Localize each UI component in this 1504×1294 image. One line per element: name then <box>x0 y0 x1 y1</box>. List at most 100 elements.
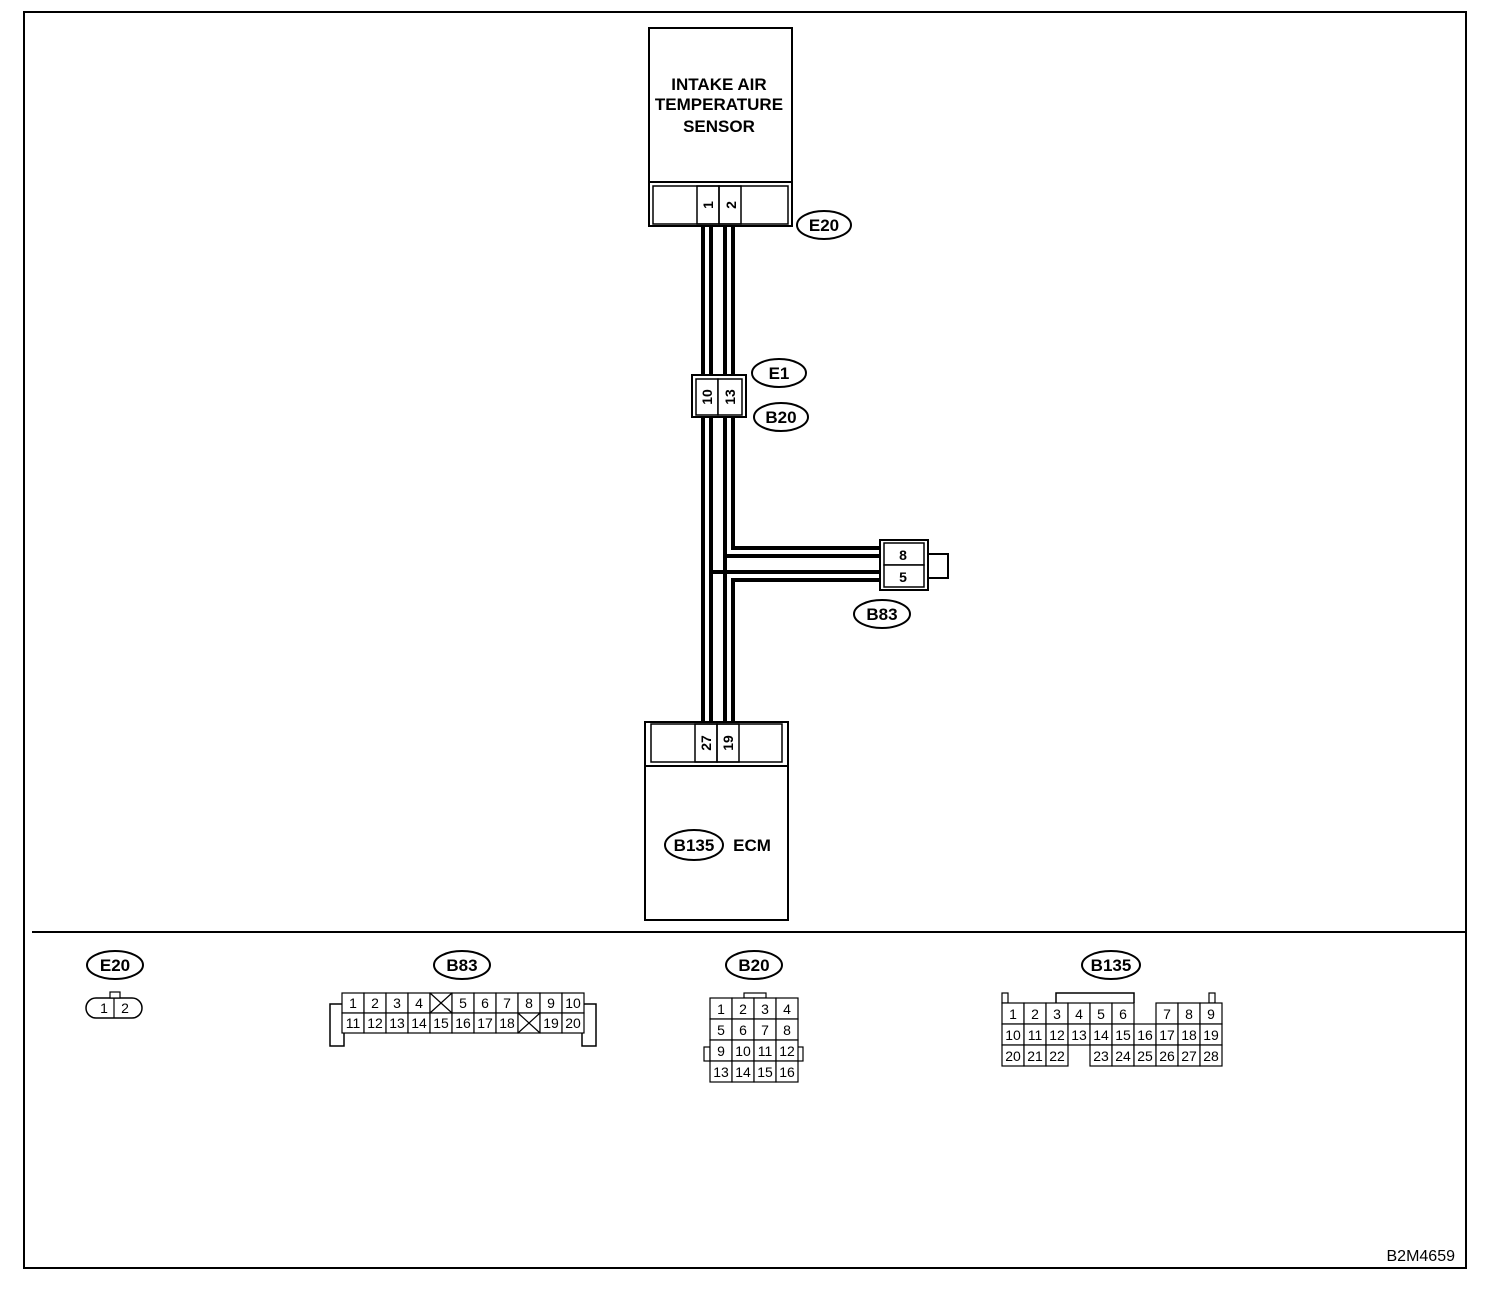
b83-cavity-label: 7 <box>503 995 511 1011</box>
b135-cavity-label: 9 <box>1207 1006 1215 1022</box>
b83-cavity-label: 3 <box>393 995 401 1011</box>
b83-cavity-label: 17 <box>477 1015 493 1031</box>
svg-text:B83: B83 <box>446 956 477 975</box>
b83-cavity-label: 19 <box>543 1015 559 1031</box>
svg-text:B83: B83 <box>866 605 897 624</box>
b135-cavity-label: 6 <box>1119 1006 1127 1022</box>
b135-cavity-label: 3 <box>1053 1006 1061 1022</box>
wire-harness <box>701 226 882 724</box>
b83-cavity-label: 11 <box>346 1015 361 1031</box>
b135-cavity <box>1045 1044 1069 1067</box>
svg-text:E20: E20 <box>809 216 839 235</box>
sensor-pin-1: 1 <box>700 201 716 209</box>
b20-cavity-label: 4 <box>783 1001 791 1017</box>
connector-badge-b135 <box>664 829 724 861</box>
b20-cavity-label: 15 <box>757 1064 773 1080</box>
b20-cavity-label: 16 <box>779 1064 795 1080</box>
connector-badge-e1: E1 <box>751 358 807 388</box>
svg-text:E20: E20 <box>100 956 130 975</box>
b83-cavity-label: 4 <box>415 995 423 1011</box>
b20-cavity-label: 10 <box>735 1043 751 1059</box>
b83-cavity-label: 1 <box>349 995 357 1011</box>
b83-cavity-label: 13 <box>389 1015 405 1031</box>
b20-cavity-label: 5 <box>717 1022 725 1038</box>
b135-cavity-label: 21 <box>1027 1048 1043 1064</box>
b135-cavity-label: 26 <box>1159 1048 1175 1064</box>
b83-cavity-label: 15 <box>433 1015 449 1031</box>
b135-cavity-label: 20 <box>1005 1048 1021 1064</box>
b83-cavity-label: 20 <box>565 1015 581 1031</box>
b135-cavity-label: 15 <box>1115 1027 1131 1043</box>
b83-cavity-label: 9 <box>547 995 555 1011</box>
b83-cavity-label: 16 <box>455 1015 471 1031</box>
b135-cavity-label: 11 <box>1028 1027 1043 1043</box>
b20-cavity-label: 11 <box>758 1043 773 1059</box>
connector-badge-b20: B20 <box>753 402 809 432</box>
b135-cavity-label: 2 <box>1031 1006 1039 1022</box>
joint-connector-e1-b20: 10 13 <box>691 374 747 418</box>
b83-cavity-label: 12 <box>367 1015 383 1031</box>
connector-badge-e20: E20 <box>796 210 852 240</box>
b20-cavity <box>775 1060 799 1083</box>
b20-cavity-label: 1 <box>717 1001 725 1017</box>
joint-pin-13: 13 <box>722 389 738 405</box>
connector-badge-b83: B83 <box>853 599 911 629</box>
b83-cavity-label: 2 <box>371 995 379 1011</box>
b20-cavity-label: 14 <box>735 1064 751 1080</box>
joint-pin-10: 10 <box>699 389 715 405</box>
svg-text:B135: B135 <box>674 836 715 855</box>
b135-cavity-label: 7 <box>1163 1006 1171 1022</box>
b135-cavity-label: 25 <box>1137 1048 1153 1064</box>
b135-cavity-label: 17 <box>1159 1027 1175 1043</box>
b135-cavity-label: 23 <box>1093 1048 1109 1064</box>
b135-cavity-label: 27 <box>1181 1048 1197 1064</box>
b83-cavity-label: 5 <box>459 995 467 1011</box>
svg-text:E1: E1 <box>769 364 790 383</box>
b135-cavity-label: 10 <box>1005 1027 1021 1043</box>
b135-cavity-label: 12 <box>1049 1027 1065 1043</box>
svg-text:B20: B20 <box>738 956 769 975</box>
b20-cavity-label: 3 <box>761 1001 769 1017</box>
sensor-title-line-3: SENSOR <box>683 117 755 136</box>
b135-cavity-label: 22 <box>1049 1048 1065 1064</box>
svg-text:B135: B135 <box>1091 956 1132 975</box>
b135-cavity-label: 4 <box>1075 1006 1083 1022</box>
b20-cavity-label: 2 <box>739 1001 747 1017</box>
b135-cavity-label: 18 <box>1181 1027 1197 1043</box>
sensor-title-line-1: INTAKE AIR <box>671 75 766 94</box>
ecm-label: ECM <box>733 836 771 855</box>
b20-cavity-label: 6 <box>739 1022 747 1038</box>
b135-cavity-label: 16 <box>1137 1027 1153 1043</box>
b135-cavity-label: 1 <box>1009 1006 1017 1022</box>
b83-cavity-label: 14 <box>411 1015 427 1031</box>
wire-to-b83-pin5 <box>709 570 882 580</box>
b83-cavity-label: 18 <box>499 1015 515 1031</box>
b83-pin-5: 5 <box>899 569 907 585</box>
b20-cavity-label: 8 <box>783 1022 791 1038</box>
b20-cavity-label: 13 <box>713 1064 729 1080</box>
b83-cavity-label: 6 <box>481 995 489 1011</box>
svg-text:1: 1 <box>100 1000 108 1016</box>
b135-cavity-label: 5 <box>1097 1006 1105 1022</box>
b20-cavity-label: 7 <box>761 1022 769 1038</box>
connector-view-e20: E20 1 2 <box>85 950 144 1019</box>
diagram-frame <box>23 11 1467 1269</box>
b135-cavity-label: 8 <box>1185 1006 1193 1022</box>
b83-cavity <box>561 1012 585 1034</box>
sensor-pin-2: 2 <box>723 201 739 209</box>
sensor-title-line-2: TEMPERATURE <box>655 95 783 114</box>
b135-cavity-label: 28 <box>1203 1048 1219 1064</box>
ecm-pin-19: 19 <box>720 735 736 751</box>
b83-cavity-label: 10 <box>565 995 581 1011</box>
b135-cavity-label: 19 <box>1203 1027 1219 1043</box>
b135-cavity-label: 13 <box>1071 1027 1087 1043</box>
branch-connector-b83: 8 5 <box>879 539 949 591</box>
b135-cavity <box>1199 1044 1223 1067</box>
b135-cavity-label: 14 <box>1093 1027 1109 1043</box>
ecm-pin-27: 27 <box>698 735 714 751</box>
intake-air-temperature-sensor: INTAKE AIR TEMPERATURE SENSOR 1 2 <box>648 27 793 227</box>
